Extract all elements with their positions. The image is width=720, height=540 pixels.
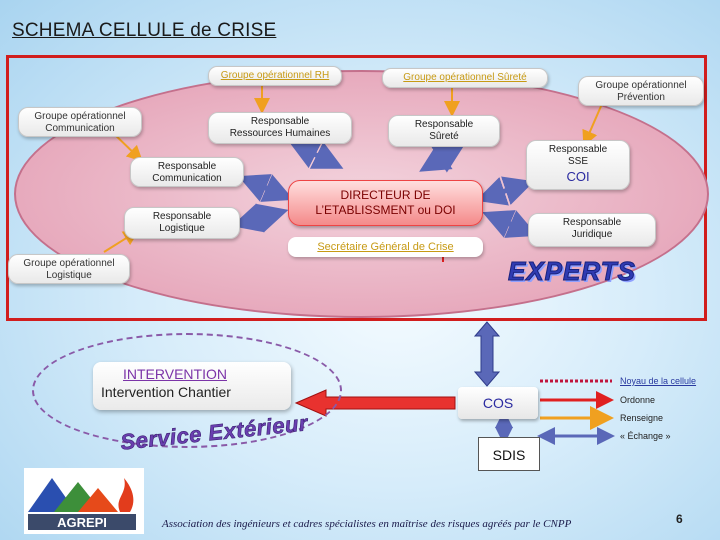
exchange-rh: [288, 141, 344, 169]
role-logistique-line2: Logistique: [159, 223, 205, 234]
role-rh-line1: Responsable: [250, 116, 310, 127]
group-logistique-line1: Groupe opérationnel: [23, 258, 115, 269]
intervention-title: INTERVENTION: [123, 366, 227, 382]
group-logistique-line2: Logistique: [46, 270, 92, 281]
legend-echange: « Échange »: [620, 431, 671, 441]
role-logistique-line1: Responsable: [152, 211, 212, 222]
legend-noyau: Noyau de la cellule: [620, 376, 697, 386]
sdis-box: SDIS: [478, 437, 540, 471]
role-rh-line2: Ressources Humaines: [229, 128, 331, 139]
logo-text: AGREPI: [57, 515, 107, 530]
role-logistique: Responsable Logistique: [124, 207, 240, 239]
secretaire-general: Secrétaire Général de Crise: [288, 237, 483, 257]
agrepi-logo: AGREPI: [24, 468, 144, 534]
role-sse-line2: SSE: [567, 156, 588, 167]
intervention-zone: [32, 333, 342, 448]
group-surete-label: Groupe opérationnel Sûreté: [403, 72, 527, 83]
role-communication-line1: Responsable: [157, 161, 217, 172]
group-prevention: Groupe opérationnel Prévention: [578, 76, 704, 106]
role-juridique-line2: Juridique: [571, 229, 613, 240]
group-communication-line1: Groupe opérationnel: [34, 111, 126, 122]
group-rh: Groupe opérationnel RH: [208, 66, 342, 86]
exchange-sse: [475, 176, 535, 206]
cos-box: COS: [458, 387, 538, 419]
role-communication-line2: Communication: [152, 173, 222, 184]
exchange-juridique: [482, 210, 538, 238]
group-communication: Groupe opérationnel Communication: [18, 107, 142, 137]
group-logistique: Groupe opérationnel Logistique: [8, 254, 130, 284]
role-coi: COI: [566, 169, 590, 184]
role-rh: Responsable Ressources Humaines: [208, 112, 352, 144]
role-surete-line1: Responsable: [414, 119, 474, 130]
experts-label: EXPERTS: [508, 256, 636, 287]
role-juridique-line1: Responsable: [562, 217, 622, 228]
group-prevention-line2: Prévention: [617, 92, 665, 103]
role-communication: Responsable Communication: [130, 157, 244, 187]
exchange-surete: [419, 143, 465, 173]
legend-renseigne: Renseigne: [620, 413, 664, 423]
page-number: 6: [676, 512, 683, 526]
exchange-logistique: [231, 203, 289, 233]
exchange-cos: [473, 321, 501, 387]
role-surete: Responsable Sûreté: [388, 115, 500, 147]
exchange-communication: [238, 174, 294, 202]
role-sse: Responsable SSE COI: [526, 140, 630, 190]
intervention-subtitle: Intervention Chantier: [101, 384, 231, 400]
role-sse-line1: Responsable: [548, 144, 608, 155]
role-surete-line2: Sûreté: [429, 131, 459, 142]
legend-ordonne: Ordonne: [620, 395, 656, 405]
director-box: DIRECTEUR DE L’ETABLISSMENT ou DOI: [288, 180, 483, 226]
group-communication-line2: Communication: [45, 123, 115, 134]
page-title: SCHEMA CELLULE de CRISE: [12, 20, 277, 41]
footer-text: Association des ingénieurs et cadres spé…: [162, 518, 572, 530]
group-surete: Groupe opérationnel Sûreté: [382, 68, 548, 88]
group-rh-label: Groupe opérationnel RH: [220, 70, 330, 81]
group-prevention-line1: Groupe opérationnel: [595, 80, 687, 91]
intervention-box: INTERVENTION Intervention Chantier: [93, 362, 291, 410]
director-line2: L’ETABLISSMENT ou DOI: [315, 203, 456, 217]
role-juridique: Responsable Juridique: [528, 213, 656, 247]
director-line1: DIRECTEUR DE: [340, 188, 431, 202]
